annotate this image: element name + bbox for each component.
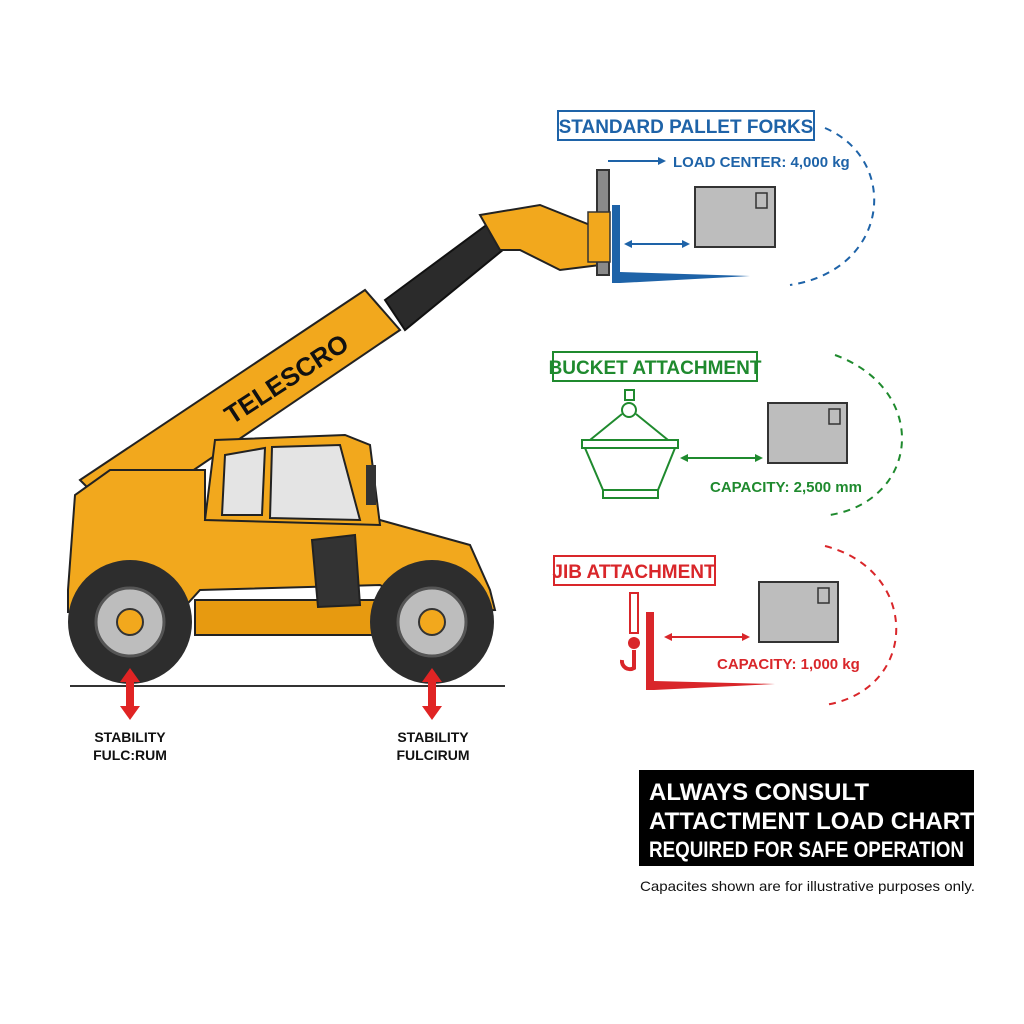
pallet-forks-title: STANDARD PALLET FORKS: [559, 117, 814, 138]
bucket-panel: BUCKET ATTACHMENT CAPACITY: 2,500 mm: [549, 351, 903, 516]
bucket-spec: CAPACITY: 2,500 mm: [710, 479, 862, 496]
jib-hook-icon: [619, 592, 775, 690]
jib-title: JIB ATTACHMENT: [552, 562, 716, 583]
warning-banner: ALWAYS CONSULT ATTACTMENT LOAD CHART REQ…: [639, 770, 975, 866]
warning-line-2: ATTACTMENT LOAD CHART: [649, 808, 975, 835]
load-box-icon: [758, 581, 839, 643]
pallet-forks-panel: STANDARD PALLET FORKS LOAD CENTER: 4,000…: [557, 110, 876, 286]
fork-carriage: [587, 169, 750, 283]
rear-fulcrum-label-1: STABILITY: [94, 729, 166, 745]
load-box-icon: [694, 186, 776, 248]
front-wheel: [370, 560, 494, 684]
rear-wheel: [68, 560, 192, 684]
warning-line-3: REQUIRED FOR SAFE OPERATION: [649, 837, 964, 862]
machine-body: [67, 433, 497, 636]
pallet-forks-spec: LOAD CENTER: 4,000 kg: [673, 154, 850, 171]
rear-fulcrum-label-2: FULC:RUM: [93, 747, 167, 763]
warning-line-1: ALWAYS CONSULT: [649, 779, 869, 806]
front-fulcrum-label-1: STABILITY: [397, 729, 469, 745]
load-box-icon: [767, 402, 848, 464]
bucket-icon: [581, 389, 679, 499]
jib-panel: JIB ATTACHMENT CAPACITY: 1,000 kg: [552, 545, 898, 706]
rear-fulcrum-arrow-icon: [120, 668, 140, 720]
disclaimer-text: Capacites shown are for illustrative pur…: [640, 878, 975, 894]
bucket-title: BUCKET ATTACHMENT: [549, 358, 762, 379]
jib-spec: CAPACITY: 1,000 kg: [717, 656, 860, 673]
front-fulcrum-label-2: FULCIRUM: [396, 747, 469, 763]
front-fulcrum-arrow-icon: [422, 668, 442, 720]
